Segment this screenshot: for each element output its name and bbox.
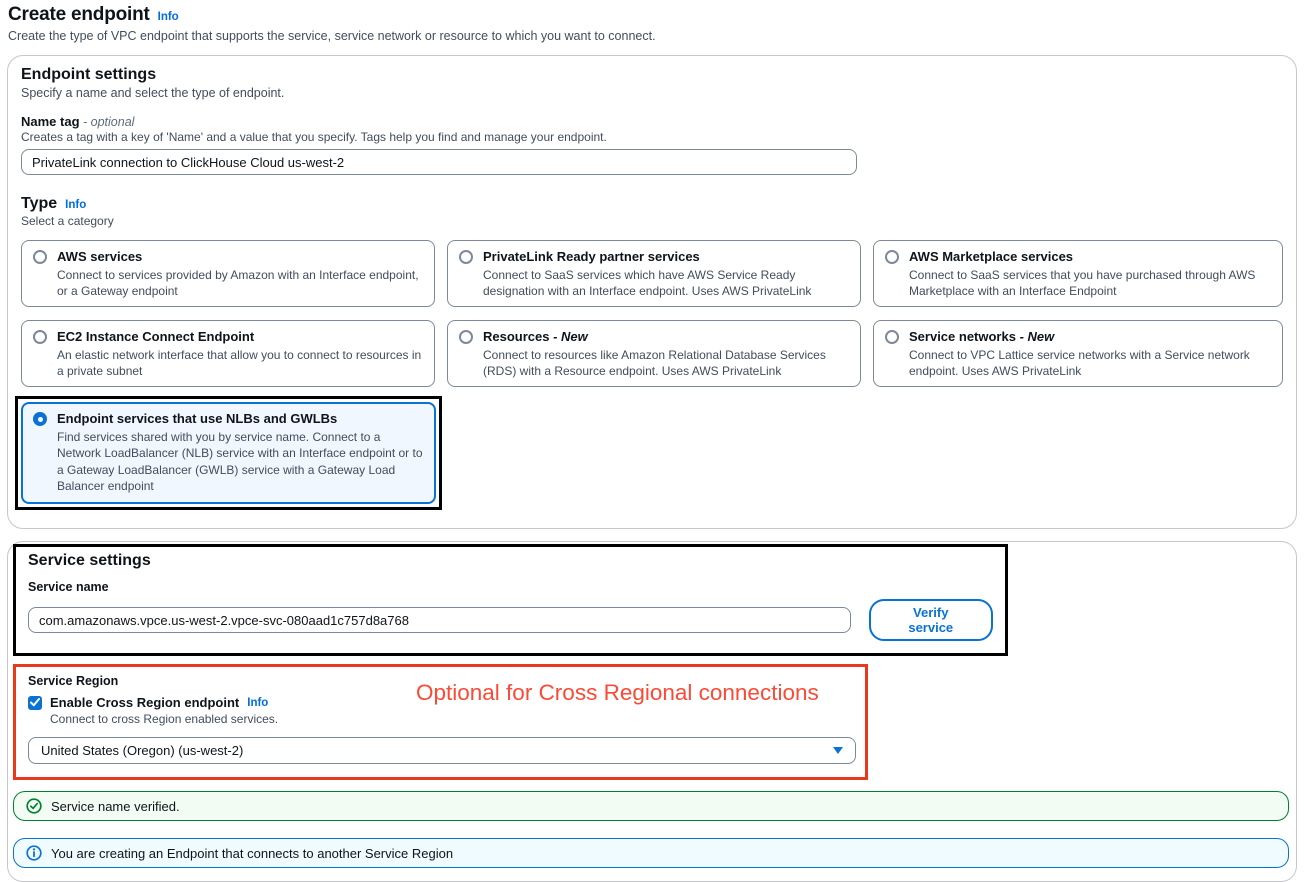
cross-region-info-link[interactable]: Info bbox=[247, 696, 269, 709]
tile-aws-services[interactable]: AWS services Connect to services provide… bbox=[21, 240, 435, 308]
page-header: Create endpoint Info bbox=[7, 4, 1297, 26]
service-name-row: Verify service bbox=[28, 599, 993, 642]
cross-region-checkbox-row: Enable Cross Region endpoint Info bbox=[28, 695, 853, 710]
type-header: Type Info bbox=[21, 195, 1283, 213]
name-tag-label: Name tag - optional bbox=[21, 114, 135, 129]
cross-region-checkbox-label: Enable Cross Region endpoint bbox=[50, 695, 240, 711]
service-settings-card: Service settings Service name Verify ser… bbox=[7, 541, 1297, 882]
cross-region-description: Connect to cross Region enabled services… bbox=[50, 712, 279, 727]
page-title: Create endpoint bbox=[8, 4, 150, 25]
chevron-down-icon bbox=[833, 747, 843, 755]
annotation-service-region: Service Region Enable Cross Region endpo… bbox=[13, 664, 868, 781]
service-settings-title: Service settings bbox=[28, 552, 151, 570]
endpoint-settings-card: Endpoint settings Specify a name and sel… bbox=[7, 55, 1297, 530]
type-description: Select a category bbox=[21, 214, 114, 228]
tile-endpoint-services-nlb-gwlb[interactable]: Endpoint services that use NLBs and GWLB… bbox=[21, 402, 436, 505]
radio-icon[interactable] bbox=[459, 330, 473, 345]
annotation-service-settings: Service settings Service name Verify ser… bbox=[13, 544, 1008, 657]
type-tile-grid: AWS services Connect to services provide… bbox=[15, 240, 1283, 511]
verify-service-button[interactable]: Verify service bbox=[868, 599, 993, 642]
service-name-input[interactable] bbox=[28, 607, 851, 634]
tile-aws-marketplace-services[interactable]: AWS Marketplace services Connect to SaaS… bbox=[873, 240, 1283, 308]
radio-selected-icon[interactable] bbox=[33, 412, 47, 427]
service-name-label: Service name bbox=[28, 580, 109, 595]
endpoint-settings-title: Endpoint settings bbox=[21, 66, 157, 83]
type-info-link[interactable]: Info bbox=[65, 199, 87, 211]
service-region-select[interactable]: United States (Oregon) (us-west-2) bbox=[28, 737, 856, 765]
type-title: Type bbox=[21, 195, 58, 212]
tile-ec2-instance-connect-endpoint[interactable]: EC2 Instance Connect Endpoint An elastic… bbox=[21, 320, 435, 388]
radio-icon[interactable] bbox=[33, 250, 47, 264]
tile-resources[interactable]: Resources - New Connect to resources lik… bbox=[447, 320, 861, 388]
success-banner: Service name verified. bbox=[13, 791, 1289, 822]
page-subtitle: Create the type of VPC endpoint that sup… bbox=[8, 29, 656, 43]
radio-icon[interactable] bbox=[33, 330, 47, 345]
service-region-label: Service Region bbox=[28, 674, 119, 689]
name-tag-input[interactable] bbox=[21, 149, 857, 175]
info-circle-icon bbox=[26, 845, 42, 861]
info-banner-text: You are creating an Endpoint that connec… bbox=[51, 845, 454, 861]
cross-region-annotation-text: Optional for Cross Regional connections bbox=[416, 680, 819, 706]
annotation-selected-tile: Endpoint services that use NLBs and GWLB… bbox=[15, 396, 442, 511]
name-tag-description: Creates a tag with a key of 'Name' and a… bbox=[21, 130, 607, 144]
info-banner: You are creating an Endpoint that connec… bbox=[13, 838, 1289, 869]
cross-region-checkbox[interactable] bbox=[28, 695, 42, 710]
page-info-link[interactable]: Info bbox=[157, 11, 179, 23]
endpoint-settings-description: Specify a name and select the type of en… bbox=[21, 86, 285, 100]
tile-service-networks[interactable]: Service networks - New Connect to VPC La… bbox=[873, 320, 1283, 388]
service-region-selected-value: United States (Oregon) (us-west-2) bbox=[41, 743, 244, 759]
success-check-icon bbox=[26, 798, 42, 814]
radio-icon[interactable] bbox=[459, 250, 473, 264]
tile-privatelink-ready-partner-services[interactable]: PrivateLink Ready partner services Conne… bbox=[447, 240, 861, 308]
success-banner-text: Service name verified. bbox=[51, 798, 180, 814]
radio-icon[interactable] bbox=[885, 330, 899, 345]
radio-icon[interactable] bbox=[885, 250, 899, 264]
